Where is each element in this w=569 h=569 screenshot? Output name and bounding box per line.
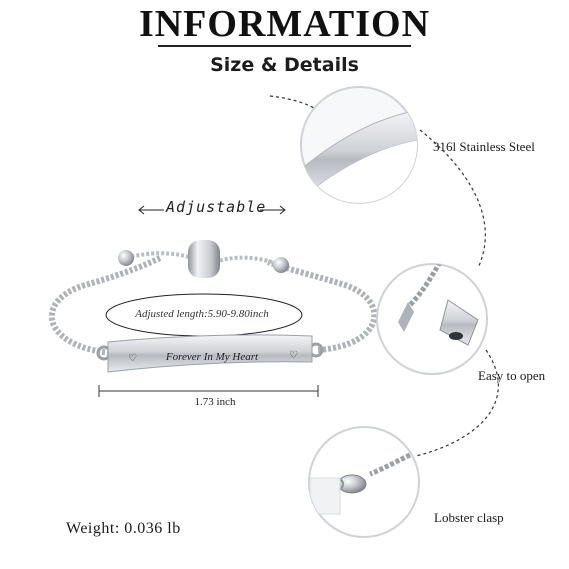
feature-label-steel: 316l Stainless Steel [433,139,535,154]
feature-circle-open [376,263,488,375]
width-measure [98,385,319,397]
weight-label: Weight: 0.036 lb [66,520,181,537]
end-bead-right [273,257,289,273]
svg-text:♡: ♡ [128,353,137,364]
feature-circle-steel [300,86,418,204]
slider-bead [188,240,220,278]
end-bead-left [118,250,134,266]
adjusted-length-label: Adjusted length:5.90-9.80inch [135,308,269,320]
adjustable-label: Adjustable [166,198,267,216]
feature-label-open: Easy to open [478,368,546,383]
title-underline [158,45,411,47]
page-title: INFORMATION [138,3,431,45]
connector-dashes [269,95,499,457]
feature-circle-clasp [308,426,420,538]
adjustable-arrow [138,205,286,215]
svg-text:♡: ♡ [289,350,298,361]
page-subtitle: Size & Details [210,54,359,76]
feature-label-clasp: Lobster clasp [434,510,504,525]
bar-width-label: 1.73 inch [194,396,236,408]
engraved-bar [107,334,313,373]
